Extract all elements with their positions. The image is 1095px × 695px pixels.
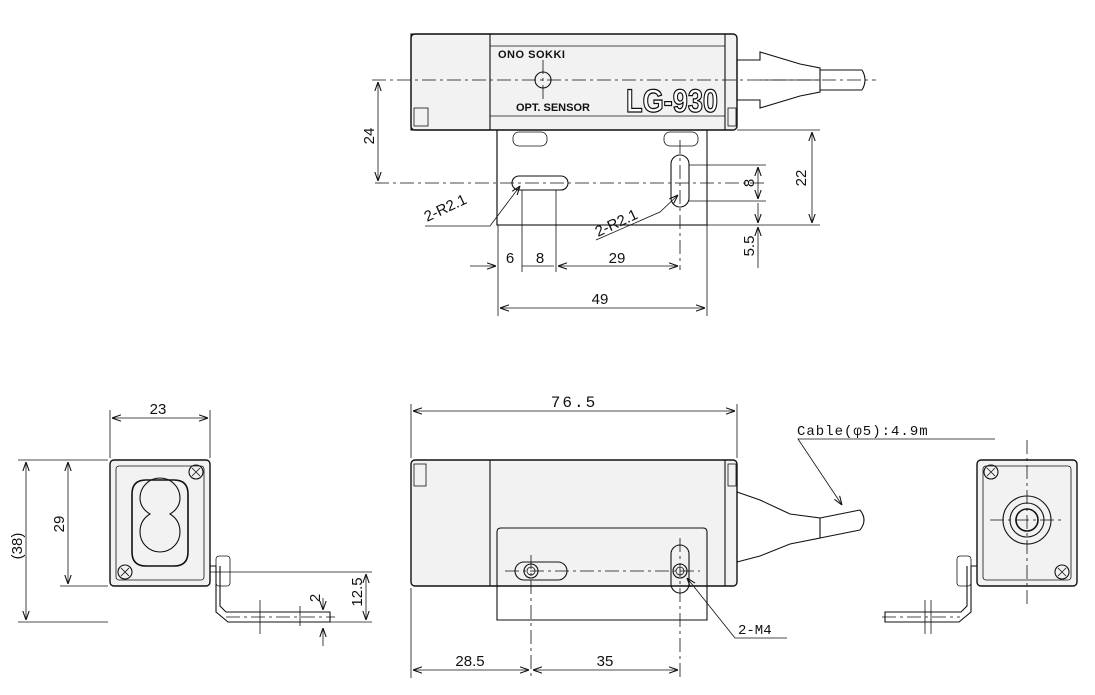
brand-maker-text: ONO SOKKI xyxy=(498,49,565,61)
brand-subtitle-text: OPT. SENSOR xyxy=(516,102,590,114)
side-view: 76.5 28.5 35 Cable(φ5):4.9m 2-M4 xyxy=(410,394,995,678)
dim-2: 2 xyxy=(307,594,324,602)
front-screw-bottom-left xyxy=(117,564,133,580)
top-screw-head-left xyxy=(512,131,548,147)
top-view: ONO SOKKI OPT. SENSOR LG-930 24 8 xyxy=(361,33,876,316)
side-view-cable xyxy=(819,509,861,539)
rear-screw-bottom-right xyxy=(1054,564,1070,580)
dim-slot-length: 8 xyxy=(741,179,758,187)
top-screw-head-right xyxy=(663,131,699,147)
dim-49: 49 xyxy=(592,291,609,308)
dim-6: 6 xyxy=(506,250,514,267)
dim-front-height: 29 xyxy=(51,516,68,533)
top-view-front-cap xyxy=(410,33,491,131)
front-view: 23 29 (38) 2 12.5 xyxy=(9,401,372,646)
dim-12-5: 12.5 xyxy=(349,577,366,606)
dim-side-length: 76.5 xyxy=(551,394,597,412)
label-cable: Cable(φ5):4.9m xyxy=(797,424,929,440)
dim-29: 29 xyxy=(609,250,626,267)
top-view-cable xyxy=(820,69,862,91)
front-view-housing xyxy=(109,459,211,587)
dim-28-5: 28.5 xyxy=(455,653,484,670)
side-view-sensor-body xyxy=(410,459,738,587)
dim-base-height: 22 xyxy=(793,170,810,187)
label-screw: 2-M4 xyxy=(738,623,772,639)
side-view-cable-strain-relief xyxy=(736,491,821,563)
rear-screw-top-left xyxy=(983,464,999,480)
dim-front-total: (38) xyxy=(9,533,26,560)
vertical-slot xyxy=(670,154,690,208)
top-view-base-plate xyxy=(496,129,708,226)
front-screw-top-right xyxy=(188,464,204,480)
label-radius-left: 2-R2.1 xyxy=(422,191,470,225)
dim-front-width: 23 xyxy=(150,401,167,418)
dim-8: 8 xyxy=(536,250,544,267)
side-view-base-plate xyxy=(496,527,708,586)
label-radius-right: 2-R2.1 xyxy=(593,206,641,240)
dim-35: 35 xyxy=(597,653,614,670)
brand-model-text: LG-930 xyxy=(626,83,718,119)
front-view-lens-window xyxy=(131,479,189,567)
top-view-cable-strain-relief xyxy=(736,51,821,109)
rear-view xyxy=(882,440,1078,634)
dim-base-step: 5.5 xyxy=(741,236,758,257)
dim-top-height: 24 xyxy=(361,128,378,145)
